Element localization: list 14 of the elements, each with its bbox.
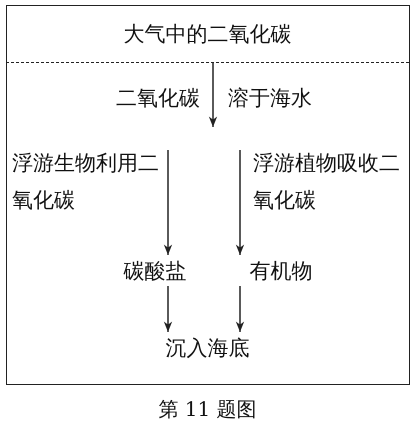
node-text: 碳酸盐	[110, 256, 200, 286]
edge-label: 浮游生物利用二氧化碳	[12, 150, 160, 214]
arrow-label: 二氧化碳	[115, 85, 200, 112]
arrow-label: 溶于海水	[228, 85, 313, 112]
atmosphere-band: 大气中的二氧化碳	[6, 5, 409, 63]
arrow	[164, 150, 172, 255]
node-text: 沉入海底	[150, 333, 265, 363]
caption: 第 11 题图	[157, 396, 258, 423]
arrow	[208, 62, 218, 127]
arrow	[164, 286, 172, 332]
edge-label: 浮游植物吸收二氧化碳	[253, 150, 401, 214]
node-text: 有机物	[236, 256, 326, 286]
arrow	[236, 286, 244, 332]
arrow	[236, 150, 244, 255]
